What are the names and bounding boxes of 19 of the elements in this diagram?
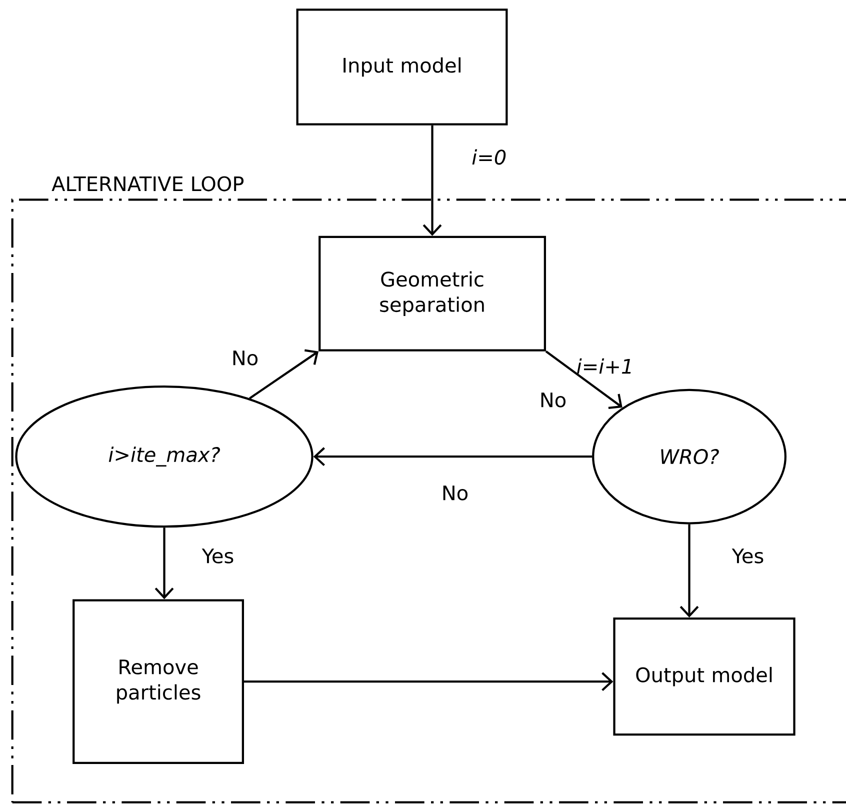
process-box: Output model bbox=[613, 618, 796, 736]
arrow bbox=[680, 524, 699, 618]
edge-label: Yes bbox=[202, 548, 234, 564]
process-box: Remove particles bbox=[72, 599, 244, 764]
process-box: Geometric separation bbox=[318, 236, 546, 352]
arrow bbox=[154, 528, 174, 600]
arrow bbox=[249, 349, 319, 400]
arrow bbox=[422, 125, 442, 236]
edge-label: Yes bbox=[732, 548, 764, 564]
edge-label: No bbox=[541, 392, 566, 408]
arrow bbox=[244, 672, 614, 692]
node-label: ALTERNATIVE LOOP bbox=[52, 176, 244, 192]
counter-label: i=i+1 bbox=[577, 358, 631, 374]
arrow bbox=[545, 350, 622, 410]
arrow bbox=[313, 447, 592, 466]
edge-label: No bbox=[233, 350, 258, 366]
process-box: Input model bbox=[296, 8, 508, 126]
edge-label: No bbox=[443, 486, 468, 500]
edge-label: i=0 bbox=[472, 149, 506, 165]
